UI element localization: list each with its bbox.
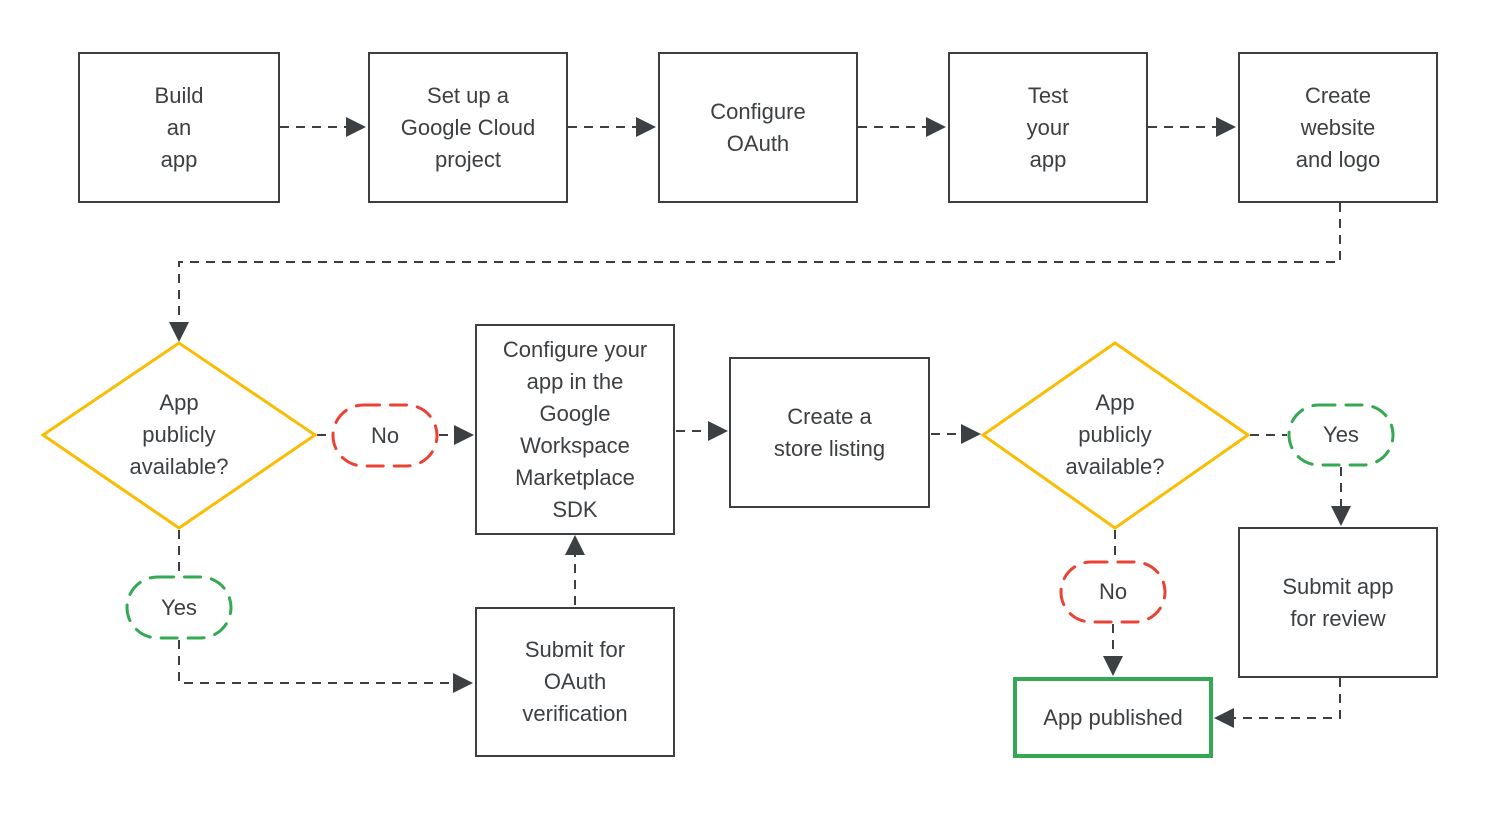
step-create-website-and-logo: Create website and logo [1238, 52, 1438, 203]
step-label: Test your app [1026, 82, 1070, 172]
connector-submit-review-to-app-published [1214, 678, 1341, 728]
step-label: Set up a Google Cloud project [400, 82, 536, 172]
step-submit-for-oauth-verification: Submit for OAuth verification [475, 607, 675, 757]
decision1-diamond [40, 341, 318, 530]
step-configure-workspace-marketplace-sdk: Configure your app in the Google Workspa… [475, 324, 675, 535]
step-create-store-listing: Create a store listing [729, 357, 930, 508]
branch-no-right-pill [1059, 560, 1167, 624]
branch-yes-left-pill [125, 575, 233, 640]
connector-yes-to-submit-oauth [178, 640, 473, 693]
step-submit-app-for-review: Submit app for review [1238, 527, 1438, 678]
branch-yes-right-pill [1287, 403, 1395, 467]
connector-website-to-decision1 [169, 203, 1341, 342]
decision2-diamond [980, 341, 1251, 530]
step-test-your-app: Test your app [948, 52, 1148, 203]
step-set-up-google-cloud-project: Set up a Google Cloud project [368, 52, 568, 203]
step-label: Create website and logo [1295, 82, 1381, 172]
step-label: Build an app [154, 82, 204, 172]
step-label: Create a store listing [773, 403, 886, 461]
step-label: App published [1043, 704, 1183, 730]
step-label: Submit for OAuth verification [522, 637, 628, 726]
step-configure-oauth: Configure OAuth [658, 52, 858, 203]
step-label: Configure OAuth [710, 98, 806, 156]
step-label: Submit app for review [1282, 573, 1394, 631]
branch-no-left-pill [331, 403, 439, 468]
step-app-published: App published [1013, 677, 1213, 758]
step-build-an-app: Build an app [78, 52, 280, 203]
step-label: Configure your app in the Google Workspa… [502, 336, 648, 522]
